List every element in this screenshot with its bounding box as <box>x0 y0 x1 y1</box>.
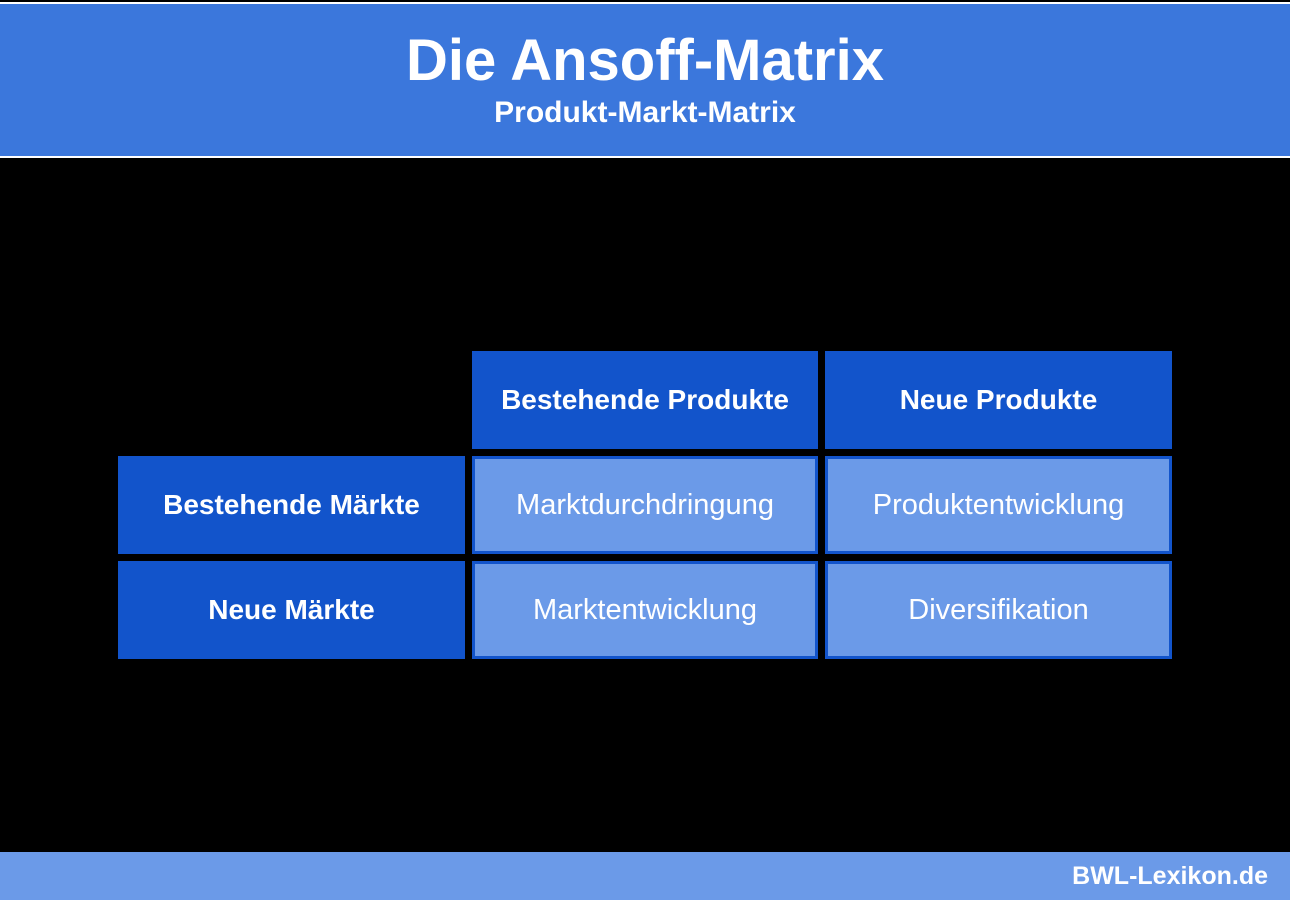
cell-marktdurchdringung: Marktdurchdringung <box>472 456 818 554</box>
cell-marktentwicklung: Marktentwicklung <box>472 561 818 659</box>
brand-watermark: BWL-Lexikon.de <box>1072 861 1268 890</box>
matrix-corner-spacer <box>118 351 465 449</box>
column-header-neue-produkte: Neue Produkte <box>825 351 1172 449</box>
page-title: Die Ansoff-Matrix <box>406 28 884 94</box>
page-subtitle: Produkt-Markt-Matrix <box>494 96 796 130</box>
cell-diversifikation: Diversifikation <box>825 561 1172 659</box>
ansoff-matrix: Bestehende Produkte Neue Produkte Besteh… <box>118 351 1172 659</box>
row-header-neue-maerkte: Neue Märkte <box>118 561 465 659</box>
cell-produktentwicklung: Produktentwicklung <box>825 456 1172 554</box>
row-header-bestehende-maerkte: Bestehende Märkte <box>118 456 465 554</box>
title-banner: Die Ansoff-Matrix Produkt-Markt-Matrix <box>0 2 1290 158</box>
footer-bar: BWL-Lexikon.de <box>0 852 1290 900</box>
column-header-bestehende-produkte: Bestehende Produkte <box>472 351 818 449</box>
top-border-line <box>0 0 1290 2</box>
